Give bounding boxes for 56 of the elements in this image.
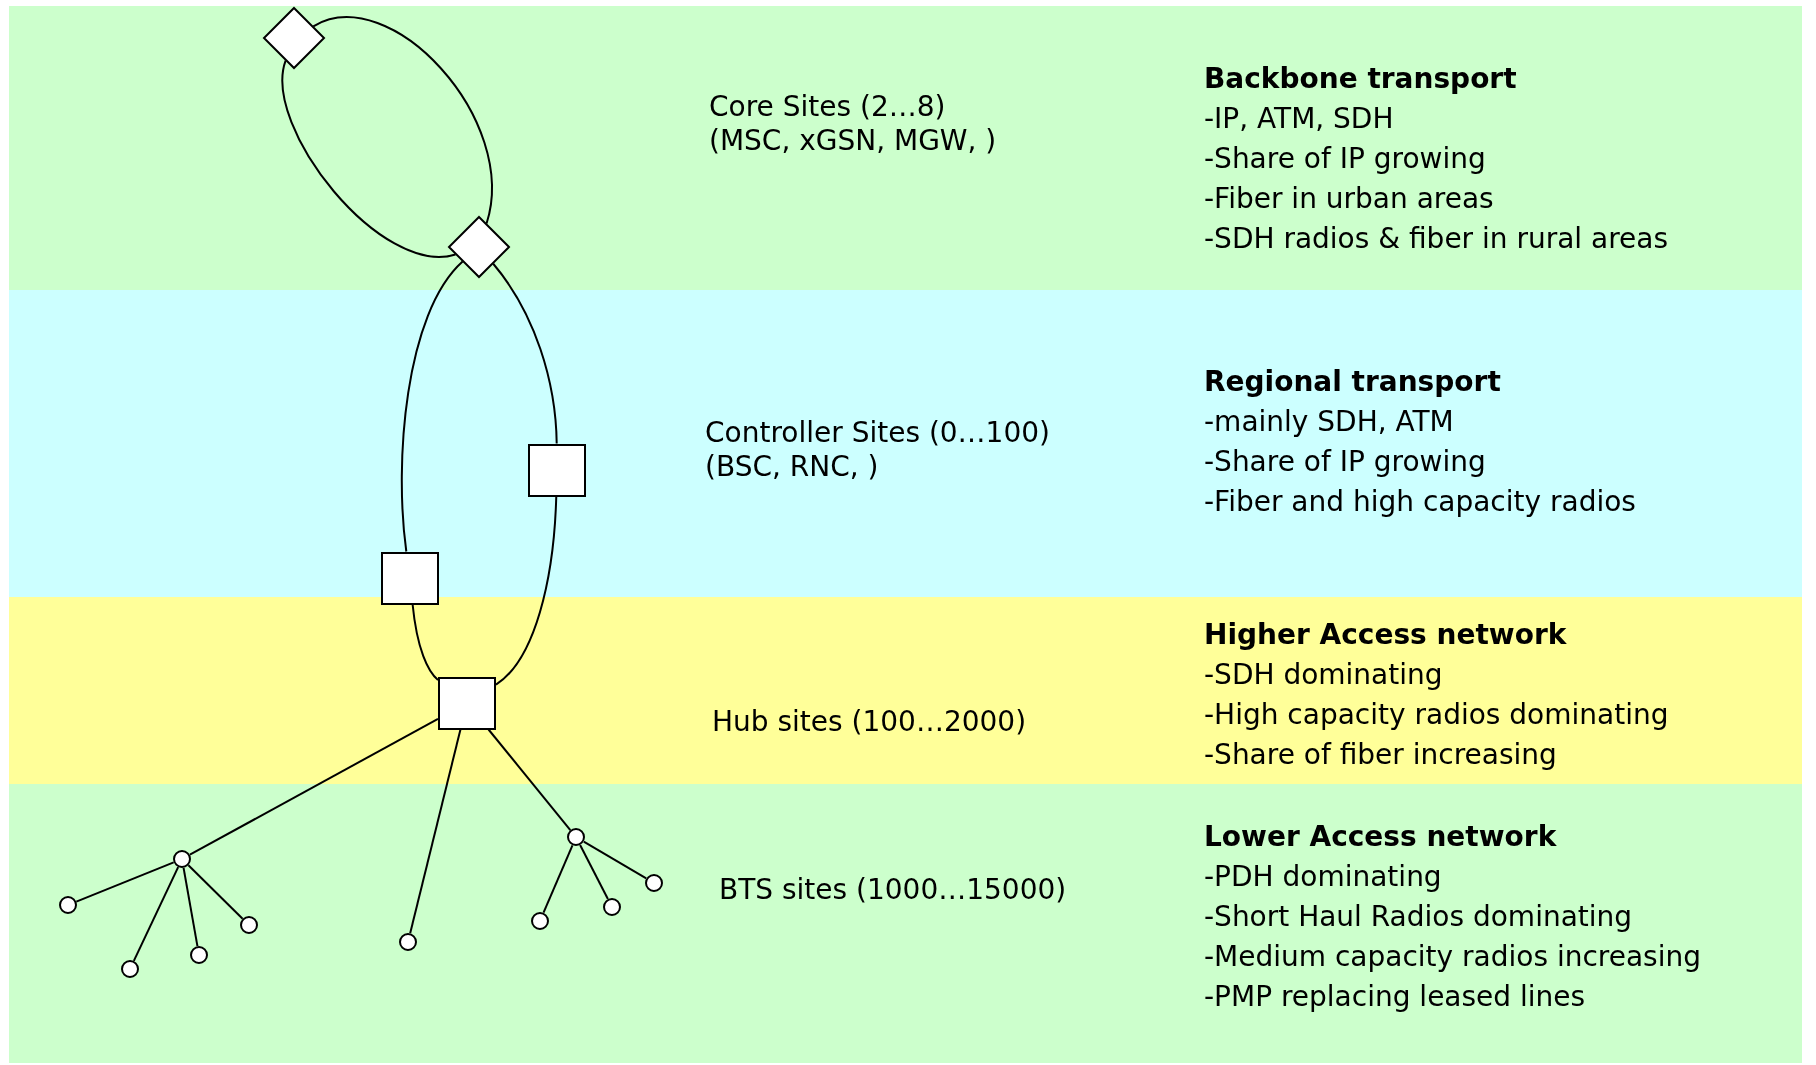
- bullet-text: -SDH dominating: [1204, 658, 1443, 692]
- site-tier-label: Core Sites (2…8) (MSC, xGSN, MGW, ): [709, 90, 998, 158]
- link-line: [75, 861, 175, 903]
- network-tier-band: [9, 784, 1802, 1063]
- site-circle: [645, 874, 663, 892]
- bullet-text: -Share of IP growing: [1204, 445, 1486, 479]
- bullet-text: -IP, ATM, SDH: [1204, 102, 1394, 136]
- section-heading: Backbone transport: [1204, 62, 1517, 96]
- site-circle: [603, 898, 621, 916]
- site-circle: [531, 912, 549, 930]
- site-circle: [567, 828, 585, 846]
- site-square: [438, 676, 496, 730]
- bullet-text: -Short Haul Radios dominating: [1204, 900, 1633, 934]
- site-circle: [173, 850, 191, 868]
- link-line: [492, 262, 558, 445]
- site-circle: [59, 896, 77, 914]
- site-tier-label: Hub sites (100…2000): [712, 705, 1027, 739]
- site-tier-label: Controller Sites (0…100) (BSC, RNC, ): [705, 416, 1051, 484]
- link-line: [582, 840, 648, 880]
- link-line: [188, 717, 439, 856]
- link-line: [411, 603, 439, 681]
- bullet-text: -Fiber in urban areas: [1204, 182, 1494, 216]
- site-circle: [190, 946, 208, 964]
- site-square: [528, 443, 586, 497]
- bullet-text: -High capacity radios dominating: [1204, 698, 1669, 732]
- bullet-text: -PMP replacing leased lines: [1204, 980, 1586, 1014]
- link-line: [579, 844, 609, 900]
- link-line: [542, 844, 574, 914]
- bullet-text: -Fiber and high capacity radios: [1204, 485, 1636, 519]
- site-diamond: [263, 7, 325, 69]
- link-line: [132, 866, 180, 962]
- link-line: [400, 260, 464, 553]
- bullet-text: -Share of fiber increasing: [1204, 738, 1557, 772]
- link-line: [409, 728, 462, 935]
- link-line: [182, 866, 199, 948]
- link-line: [312, 16, 493, 225]
- site-circle: [121, 960, 139, 978]
- link-line: [487, 728, 572, 831]
- network-tier-band: [9, 6, 1802, 290]
- bullet-text: -Medium capacity radios increasing: [1204, 940, 1701, 974]
- section-heading: Lower Access network: [1204, 820, 1557, 854]
- bullet-text: -SDH radios & fiber in rural areas: [1204, 222, 1669, 256]
- link-line: [495, 495, 558, 686]
- site-tier-label: BTS sites (1000…15000): [719, 873, 1067, 907]
- link-line: [187, 864, 244, 920]
- site-square: [381, 551, 439, 605]
- site-circle: [240, 916, 258, 934]
- site-diamond: [448, 216, 510, 278]
- bullet-text: -Share of IP growing: [1204, 142, 1486, 176]
- site-circle: [399, 933, 417, 951]
- link-line: [281, 59, 457, 258]
- section-heading: Regional transport: [1204, 365, 1501, 399]
- bullet-text: -mainly SDH, ATM: [1204, 405, 1454, 439]
- section-heading: Higher Access network: [1204, 618, 1567, 652]
- bullet-text: -PDH dominating: [1204, 860, 1442, 894]
- network-tier-band: [9, 597, 1802, 784]
